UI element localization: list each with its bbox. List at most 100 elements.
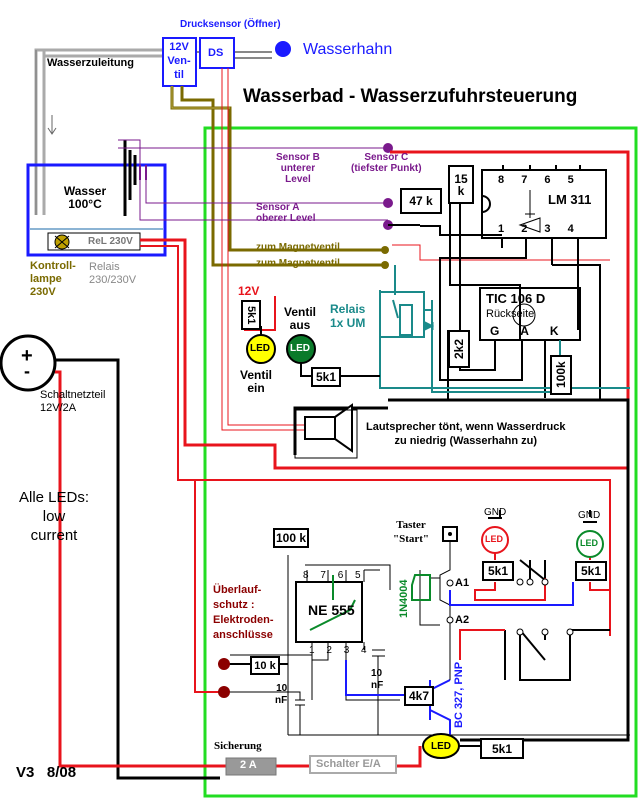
resistor-5k1-c: 5k1 bbox=[480, 738, 524, 759]
ventil-ein-1: ein bbox=[247, 381, 265, 395]
ventil-aus-1: aus bbox=[289, 318, 311, 332]
ventil-ein-0: Ventil bbox=[240, 368, 273, 382]
psu-minus: - bbox=[24, 361, 30, 381]
psu-label-0: Schaltnetzteil bbox=[40, 389, 106, 401]
relais-um-0: Relais bbox=[330, 302, 366, 316]
c10nf-a-0: 10 bbox=[276, 683, 288, 694]
sensor-c-label: Sensor C(tiefster Punkt) bbox=[351, 152, 422, 174]
lm311-label: LM 311 bbox=[548, 192, 592, 207]
c10nf-a-1: nF bbox=[275, 695, 288, 706]
ne-pin-7: 7 bbox=[320, 570, 326, 581]
relais-um-1: 1x UM bbox=[330, 316, 366, 330]
kontroll-2: 230V bbox=[30, 286, 56, 298]
water-bath bbox=[26, 163, 167, 257]
pin-1: 1 bbox=[498, 223, 505, 235]
taster-label: Taster"Start" bbox=[393, 518, 429, 546]
ueberlauf-3: anschlüsse bbox=[213, 629, 273, 641]
tic-pins: G A K bbox=[490, 324, 559, 338]
relais-0: Relais bbox=[89, 261, 120, 273]
led-ein-label: LED bbox=[250, 343, 270, 354]
led-red bbox=[481, 526, 509, 554]
tic-label: TIC 106 D bbox=[486, 291, 546, 306]
tic-g: G bbox=[490, 324, 500, 338]
ne555-label: NE 555 bbox=[308, 602, 355, 618]
ne-pin-6: 6 bbox=[337, 570, 344, 581]
kontroll-0: Kontroll- bbox=[30, 260, 76, 272]
resistor-5k1-h: 5k1 bbox=[311, 367, 341, 387]
r15k-1: k bbox=[457, 183, 465, 198]
relay-1xum bbox=[379, 291, 425, 338]
ne-pin-8: 8 bbox=[303, 570, 309, 581]
fuse-label: 2 A bbox=[240, 759, 257, 771]
drucksensor-label: Drucksensor (Öffner) bbox=[180, 19, 281, 30]
psu-plus: + bbox=[21, 345, 33, 367]
resistor-4k7: 4k7 bbox=[404, 686, 434, 706]
green-frame bbox=[203, 126, 638, 798]
resistor-5k1-a: 5k1 bbox=[482, 561, 514, 581]
speaker-label: Lautsprecher tönt, wenn Wasserdruck zu ni… bbox=[366, 420, 565, 448]
led-green bbox=[576, 530, 604, 558]
magnet-label-1: zum Magnetventil bbox=[256, 242, 340, 253]
diode-label: 1N4004 bbox=[398, 579, 410, 618]
a2-label: A2 bbox=[455, 614, 470, 626]
v12-label: 12V bbox=[238, 284, 260, 298]
a1-label: A1 bbox=[455, 577, 470, 589]
ueberlauf-2: Elektroden- bbox=[213, 614, 274, 626]
pin-7: 7 bbox=[521, 174, 528, 186]
ne555-pins-bottom: 1 2 3 4 bbox=[309, 645, 367, 656]
led-red-label: LED bbox=[485, 534, 503, 544]
c10nf-b-1: nF bbox=[371, 680, 384, 691]
pin-4: 4 bbox=[567, 223, 574, 235]
sensor-a-0: Sensor A bbox=[256, 202, 300, 213]
pin-6: 6 bbox=[544, 174, 551, 186]
pin-5: 5 bbox=[567, 174, 574, 186]
version-label: V3 8/08 bbox=[16, 764, 77, 781]
power-switch bbox=[309, 755, 397, 774]
electrode-2 bbox=[218, 686, 230, 698]
ueberlauf-0: Überlauf- bbox=[213, 584, 262, 596]
gnd-1: GND bbox=[484, 507, 507, 518]
lm311-chip bbox=[481, 169, 607, 239]
relais-box-label: ReL 230V bbox=[88, 236, 133, 247]
power-supply bbox=[0, 334, 57, 392]
resistor-100k: 100k bbox=[550, 355, 572, 395]
ne-pin-5: 5 bbox=[355, 570, 361, 581]
resistor-5k1-b: 5k1 bbox=[575, 561, 607, 581]
speaker-1: zu niedrig (Wasserhahn zu) bbox=[394, 435, 538, 447]
pin-8: 8 bbox=[498, 174, 505, 186]
tic106d-thyristor bbox=[479, 287, 581, 341]
pin-2: 2 bbox=[521, 223, 528, 235]
ventil-aus-0: Ventil bbox=[284, 305, 317, 319]
tic-k: K bbox=[549, 324, 559, 338]
r15k-0: 15 bbox=[454, 171, 468, 186]
ventil-ven: Ven- bbox=[167, 55, 191, 67]
schalter-label: Schalter E/A bbox=[316, 758, 381, 770]
led-aus-label: LED bbox=[290, 343, 310, 354]
page-title: Wasserbad - Wasserzufuhrsteuerung bbox=[243, 86, 578, 107]
psu-label-1: 12V/2A bbox=[40, 402, 77, 414]
led-power-label: LED bbox=[431, 741, 451, 752]
ne-pin-1: 1 bbox=[309, 645, 315, 656]
leds-note-0: Alle LEDs: bbox=[18, 489, 90, 506]
sensor-c-0: Sensor C bbox=[364, 152, 409, 163]
sensor-c-1: (tiefster Punkt) bbox=[351, 163, 422, 174]
gnd-2: GND bbox=[578, 510, 601, 521]
electrode-1 bbox=[218, 658, 230, 670]
c10nf-b-0: 10 bbox=[371, 668, 383, 679]
speaker-0: Lautsprecher tönt, wenn Wasserdruck bbox=[366, 421, 566, 433]
leds-note-2: current bbox=[30, 527, 78, 544]
